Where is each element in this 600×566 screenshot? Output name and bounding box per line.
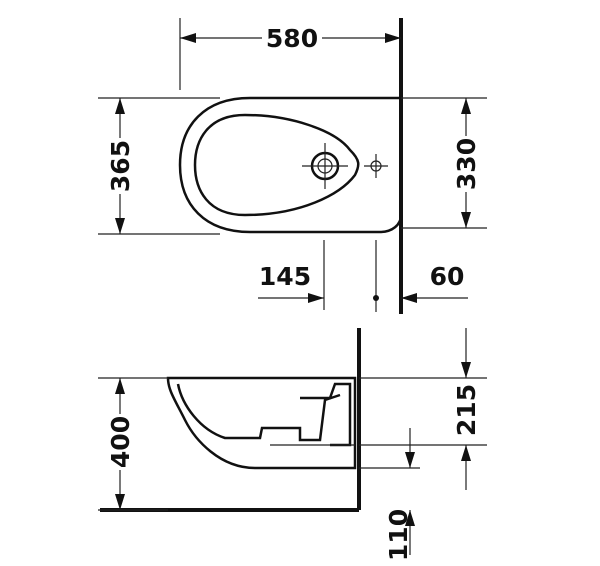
bowl-inner-side bbox=[176, 383, 341, 442]
fixing-point-symbol bbox=[364, 154, 388, 178]
bowl-inner-top bbox=[193, 113, 360, 217]
dim-label-580: 580 bbox=[266, 24, 318, 53]
arrow-60 bbox=[401, 293, 417, 303]
dim-label-365: 365 bbox=[106, 140, 135, 192]
arrow-580-right bbox=[385, 33, 401, 43]
arrow-145 bbox=[308, 293, 324, 303]
rear-section-side bbox=[300, 382, 352, 447]
top-view: 580 365 330 145 60 bbox=[98, 18, 487, 314]
bidet-outline-top bbox=[178, 96, 403, 234]
bidet-body-side bbox=[166, 376, 357, 470]
side-view: 400 215 110 bbox=[98, 328, 487, 561]
arrow-580-left bbox=[180, 33, 196, 43]
arrow-365-bottom bbox=[115, 218, 125, 234]
dot-fixing bbox=[373, 295, 379, 301]
dim-label-145: 145 bbox=[259, 262, 311, 291]
arrow-400-bottom bbox=[115, 494, 125, 510]
dim-label-60: 60 bbox=[430, 262, 465, 291]
arrow-400-top bbox=[115, 378, 125, 394]
tap-hole-symbol bbox=[302, 143, 348, 189]
arrow-330-bottom bbox=[461, 212, 471, 228]
dim-label-110: 110 bbox=[384, 509, 413, 561]
dim-label-215: 215 bbox=[452, 384, 481, 436]
dim-label-400: 400 bbox=[106, 416, 135, 468]
arrow-215-top bbox=[461, 362, 471, 378]
arrow-365-top bbox=[115, 98, 125, 114]
arrow-110-top bbox=[405, 452, 415, 468]
dim-label-330: 330 bbox=[452, 138, 481, 190]
arrow-330-top bbox=[461, 98, 471, 114]
arrow-215-bottom bbox=[461, 445, 471, 461]
arrow-110-bottom bbox=[405, 510, 415, 526]
